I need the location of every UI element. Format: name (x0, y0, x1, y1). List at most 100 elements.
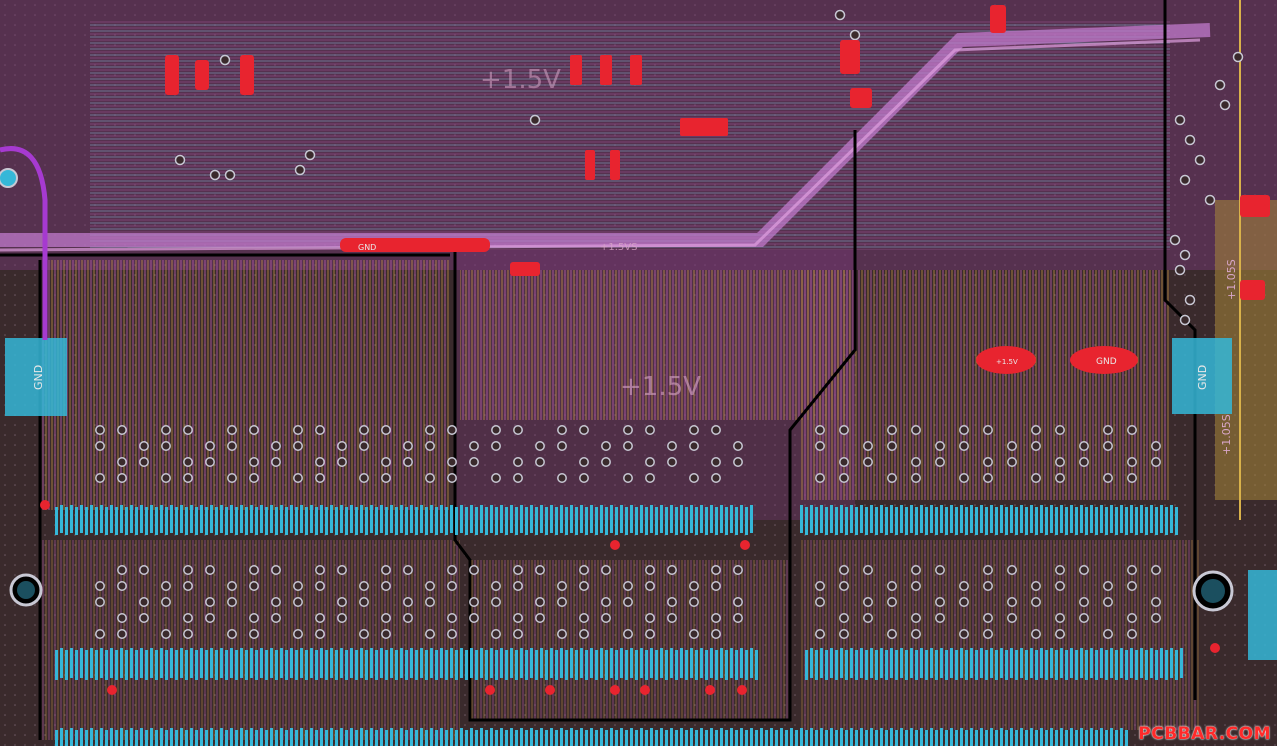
smd-pad (715, 507, 718, 535)
smd-pad (505, 730, 508, 746)
smd-pad (910, 505, 913, 533)
smd-pad (530, 728, 533, 746)
smd-pad (65, 650, 68, 680)
smd-pad (535, 650, 538, 680)
smd-pad (315, 730, 318, 746)
smd-pad (575, 730, 578, 746)
smd-pad (635, 507, 638, 535)
smd-pad (860, 728, 863, 746)
smd-pad (365, 507, 368, 535)
smd-pad (1125, 730, 1128, 746)
smd-pad (390, 505, 393, 533)
smd-pad (595, 730, 598, 746)
smd-pad (155, 507, 158, 535)
smd-pad (780, 728, 783, 746)
smd-pad (350, 648, 353, 678)
smd-pad (730, 505, 733, 533)
smd-pad (1060, 505, 1063, 533)
smd-pad (350, 505, 353, 533)
via (579, 425, 589, 435)
via (491, 425, 501, 435)
via (161, 441, 171, 451)
smd-pad (670, 728, 673, 746)
via (271, 565, 281, 575)
smd-pad (90, 648, 93, 678)
via (579, 473, 589, 483)
smd-pad (1115, 507, 1118, 535)
smd-pad (425, 730, 428, 746)
smd-pad (1065, 507, 1068, 535)
via (513, 457, 523, 467)
smd-pad (710, 648, 713, 678)
smd-pad (625, 730, 628, 746)
smd-pad (860, 648, 863, 678)
via (219, 54, 231, 66)
smd-pad (555, 650, 558, 680)
smd-pad (950, 648, 953, 678)
smd-pad (475, 507, 478, 535)
smd-pad (755, 650, 758, 680)
smd-pad (495, 650, 498, 680)
smd-pad (200, 728, 203, 746)
smd-pad (540, 728, 543, 746)
smd-pad (820, 505, 823, 533)
smd-pad (1155, 507, 1158, 535)
via (1031, 581, 1041, 591)
smd-pad (650, 505, 653, 533)
net-label-gnd-oval: GND (1096, 357, 1117, 367)
via (294, 164, 306, 176)
smd-pad (535, 730, 538, 746)
smd-pad (395, 507, 398, 535)
red-pad (610, 540, 620, 550)
smd-pad (560, 505, 563, 533)
smd-pad (285, 730, 288, 746)
smd-pad (775, 730, 778, 746)
via (513, 473, 523, 483)
smd-pad (160, 728, 163, 746)
smd-pad (105, 507, 108, 535)
via (535, 441, 545, 451)
smd-pad (465, 650, 468, 680)
smd-pad (1135, 507, 1138, 535)
via (711, 565, 721, 575)
smd-pad (935, 507, 938, 535)
smd-pad (495, 507, 498, 535)
smd-pad (895, 730, 898, 746)
smd-pad (850, 728, 853, 746)
via (959, 597, 969, 607)
smd-pad (1095, 507, 1098, 535)
via (315, 581, 325, 591)
smd-pad (890, 648, 893, 678)
smd-pad (1050, 648, 1053, 678)
via (293, 629, 303, 639)
smd-pad (435, 730, 438, 746)
smd-pad (940, 648, 943, 678)
via (381, 565, 391, 575)
smd-pad (925, 730, 928, 746)
via (403, 565, 413, 575)
smd-pad (705, 730, 708, 746)
via (271, 441, 281, 451)
smd-pad (1015, 650, 1018, 680)
via (1204, 194, 1216, 206)
smd-pad (975, 507, 978, 535)
smd-pad (310, 505, 313, 533)
smd-pad (550, 505, 553, 533)
smd-pad (770, 728, 773, 746)
smd-pad (710, 505, 713, 533)
smd-pad (410, 505, 413, 533)
via (161, 597, 171, 607)
smd-pad (870, 505, 873, 533)
smd-pad (425, 507, 428, 535)
net-label-gnd-left: GND (32, 365, 45, 390)
smd-pad (685, 730, 688, 746)
via (337, 565, 347, 575)
smd-pad (445, 730, 448, 746)
smd-pad (200, 648, 203, 678)
smd-pad (470, 505, 473, 533)
smd-pad (1080, 728, 1083, 746)
via (959, 473, 969, 483)
smd-pad (530, 505, 533, 533)
smd-pad (950, 505, 953, 533)
